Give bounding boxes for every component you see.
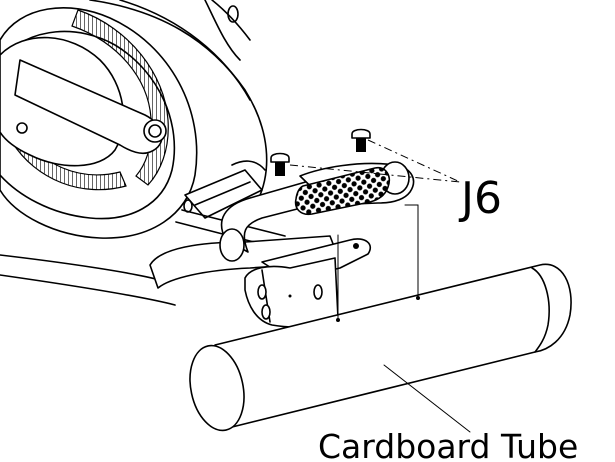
cardboard-tube-label: Cardboard Tube xyxy=(318,427,578,462)
flywheel xyxy=(0,7,198,239)
part-code-label: J6 xyxy=(458,173,502,224)
cardboard-tube xyxy=(189,263,572,432)
bolt-left xyxy=(270,152,290,176)
knurled-grip xyxy=(294,166,391,216)
leader-lines xyxy=(289,139,471,433)
bolt-right xyxy=(351,128,371,152)
machine-housing xyxy=(0,0,268,306)
mounting-bracket xyxy=(244,238,372,328)
